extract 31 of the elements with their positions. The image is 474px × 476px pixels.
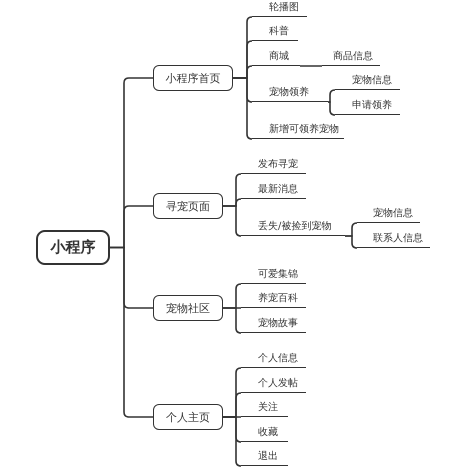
underlined-topic: 宠物故事 <box>241 317 306 333</box>
connector-line <box>328 89 336 103</box>
underlined-topic: 最新消息 <box>241 183 306 199</box>
underlined-topic: 收藏 <box>241 426 288 442</box>
central-topic-box: 小程序 <box>36 230 110 265</box>
underlined-topic: 个人发帖 <box>241 377 306 393</box>
connector-line <box>300 65 323 67</box>
underlined-topic: 轮播图 <box>252 1 307 17</box>
underlined-topic: 新增可领养宠物 <box>252 123 344 139</box>
underlined-topic: 可爱集锦 <box>241 268 306 284</box>
topic-box: 寻宠页面 <box>153 193 223 219</box>
underlined-topic: 个人信息 <box>241 352 306 368</box>
underlined-topic: 发布寻宠 <box>241 158 306 174</box>
connector-line <box>328 101 336 116</box>
underlined-topic: 商品信息 <box>322 50 380 66</box>
underlined-topic: 养宠百科 <box>241 292 306 308</box>
underlined-topic: 退出 <box>241 450 288 466</box>
topic-box: 个人主页 <box>153 404 223 430</box>
connector-line <box>110 246 153 418</box>
connector-line <box>345 235 358 249</box>
underlined-topic: 商城 <box>252 50 300 66</box>
underlined-topic: 科普 <box>252 25 298 41</box>
underlined-topic: 丢失/被捡到宠物 <box>241 220 345 236</box>
underlined-topic: 宠物领养 <box>252 86 328 102</box>
underlined-topic: 宠物信息 <box>357 207 420 223</box>
underlined-topic: 宠物信息 <box>335 74 400 90</box>
underlined-topic: 申请领养 <box>335 99 400 115</box>
topic-box: 小程序首页 <box>153 65 233 91</box>
underlined-topic: 联系人信息 <box>357 232 430 248</box>
underlined-topic: 关注 <box>241 401 288 417</box>
topic-box: 宠物社区 <box>153 295 223 321</box>
